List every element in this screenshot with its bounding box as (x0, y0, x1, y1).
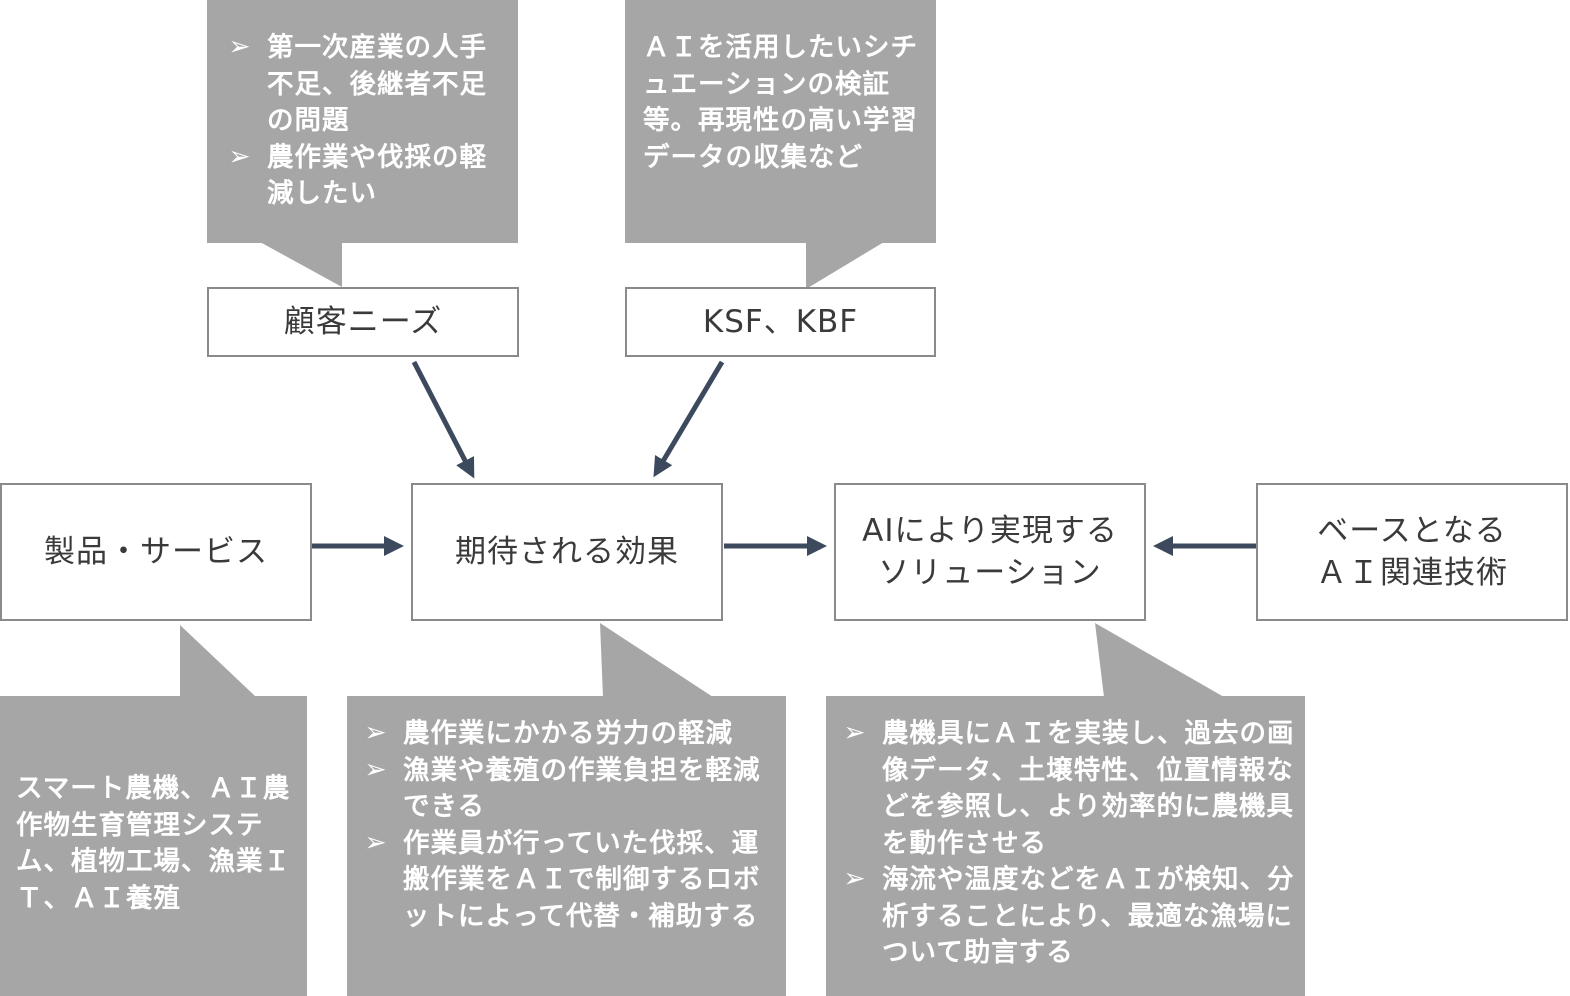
bullet-arrow-icon: ➢ (228, 140, 252, 172)
list-item: ➢ 農作業にかかる労力の軽減 (361, 716, 772, 753)
box-expected-effect-label: 期待される効果 (455, 534, 679, 570)
list-item: ➢ 農機具にＡＩを実装し、過去の画像データ、土壌特性、位置情報などを参照し、より効… (840, 716, 1295, 862)
bullet-arrow-icon: ➢ (228, 31, 252, 62)
box-ai-solution: AIにより実現する ソリューション (834, 483, 1146, 621)
arrow-ksf-to-effect (653, 360, 725, 478)
box-product-service-label: 製品・サービス (44, 534, 268, 570)
arrow-customer-needs-to-effect (411, 360, 475, 479)
box-product-service: 製品・サービス (0, 483, 312, 621)
list-item: ➢ 漁業や養殖の作業負担を軽減できる (361, 753, 772, 826)
callout-tail-expected-effect (600, 623, 713, 697)
list-item-text: 漁業や養殖の作業負担を軽減できる (403, 754, 761, 823)
box-expected-effect: 期待される効果 (411, 483, 723, 621)
callout-ksf-kbf-text: ＡＩを活用したいシチュエーションの検証等。再現性の高い学習データの収集など (643, 32, 918, 173)
box-customer-needs: 顧客ニーズ (207, 287, 519, 357)
callout-tail-ksf-kbf (806, 242, 884, 289)
bullet-arrow-icon: ➢ (364, 753, 388, 785)
list-item-text: 農作業や伐採の軽減したい (267, 141, 487, 210)
list-item: ➢ 海流や温度などをＡＩが検知、分析することにより、最適な漁場について助言する (840, 862, 1295, 972)
list-item-text: 第一次産業の人手不足、後継者不足の問題 (267, 32, 487, 136)
callout-customer-needs-list: ➢ 第一次産業の人手不足、後継者不足の問題 ➢ 農作業や伐採の軽減したい (225, 30, 504, 213)
callout-tail-product-service (180, 625, 256, 697)
list-item-text: 農機具にＡＩを実装し、過去の画像データ、土壌特性、位置情報などを参照し、より効率… (882, 718, 1295, 859)
box-ksf-kbf: KSF、KBF (625, 287, 936, 357)
callout-ai-solution: ➢ 農機具にＡＩを実装し、過去の画像データ、土壌特性、位置情報などを参照し、より効… (826, 696, 1305, 996)
list-item: ➢ 第一次産業の人手不足、後継者不足の問題 (225, 30, 504, 140)
callout-tail-ai-solution (1095, 623, 1224, 697)
callout-tail-customer-needs (260, 242, 342, 287)
box-base-ai-tech: ベースとなる ＡＩ関連技術 (1256, 483, 1568, 621)
callout-product-service-text: スマート農機、ＡＩ農作物生育管理システム、植物工場、漁業ＩＴ、ＡＩ養殖 (16, 773, 291, 914)
bullet-arrow-icon: ➢ (364, 717, 388, 748)
list-item-text: 海流や温度などをＡＩが検知、分析することにより、最適な漁場について助言する (882, 864, 1295, 968)
box-ai-solution-label: AIにより実現する ソリューション (862, 513, 1118, 591)
list-item-text: 作業員が行っていた伐採、運搬作業をＡＩで制御するロボットによって代替・補助する (403, 827, 761, 932)
callout-expected-effect-list: ➢ 農作業にかかる労力の軽減 ➢ 漁業や養殖の作業負担を軽減できる ➢ 作業員が行って… (361, 716, 772, 935)
callout-ai-solution-list: ➢ 農機具にＡＩを実装し、過去の画像データ、土壌特性、位置情報などを参照し、より効… (840, 716, 1295, 972)
box-customer-needs-label: 顧客ニーズ (283, 304, 443, 340)
callout-product-service: スマート農機、ＡＩ農作物生育管理システム、植物工場、漁業ＩＴ、ＡＩ養殖 (0, 696, 307, 996)
box-ksf-kbf-label: KSF、KBF (702, 304, 859, 340)
list-item-text: 農作業にかかる労力の軽減 (403, 718, 733, 749)
callout-customer-needs: ➢ 第一次産業の人手不足、後継者不足の問題 ➢ 農作業や伐採の軽減したい (207, 0, 518, 243)
list-item: ➢ 農作業や伐採の軽減したい (225, 140, 504, 213)
callout-ksf-kbf: ＡＩを活用したいシチュエーションの検証等。再現性の高い学習データの収集など (625, 0, 936, 243)
list-item: ➢ 作業員が行っていた伐採、運搬作業をＡＩで制御するロボットによって代替・補助する (361, 826, 772, 936)
bullet-arrow-icon: ➢ (843, 863, 867, 894)
box-base-ai-tech-label: ベースとなる ＡＩ関連技術 (1316, 513, 1508, 591)
callout-expected-effect: ➢ 農作業にかかる労力の軽減 ➢ 漁業や養殖の作業負担を軽減できる ➢ 作業員が行って… (347, 696, 786, 996)
bullet-arrow-icon: ➢ (843, 717, 867, 748)
bullet-arrow-icon: ➢ (364, 826, 388, 858)
